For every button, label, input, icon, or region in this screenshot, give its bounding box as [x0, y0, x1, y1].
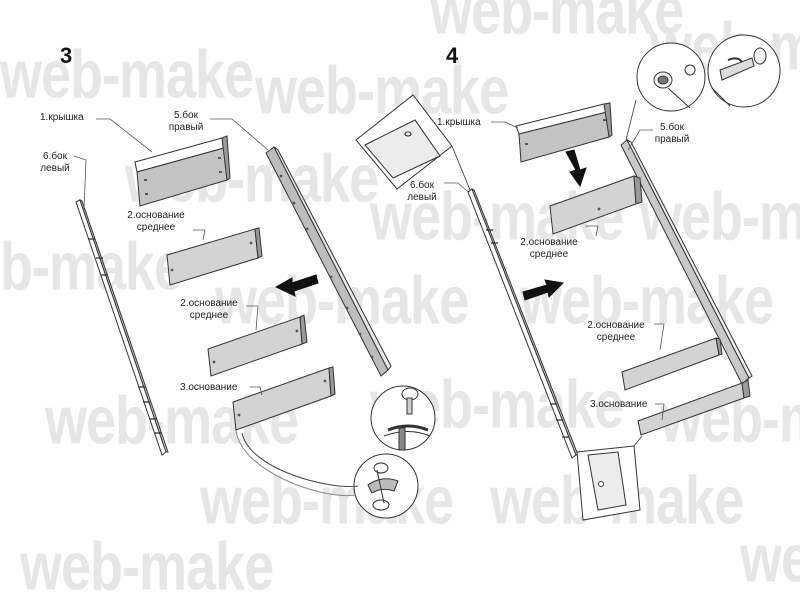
watermark: web-make: [0, 37, 254, 113]
step-number: 4: [446, 43, 459, 68]
middle-base-panel: [207, 314, 308, 377]
label-lid: 1.крышка: [40, 112, 84, 123]
detail-zoom-circle: [370, 385, 436, 451]
arrow-down-icon: [565, 149, 587, 188]
base-panel: [232, 366, 336, 431]
board-pins: [486, 229, 569, 438]
lid-panel: [515, 102, 613, 163]
corner-detail-inset: [576, 435, 643, 521]
drawing: [73, 34, 781, 521]
left-side-board: [467, 187, 579, 459]
leader-lines: [73, 118, 269, 396]
lid-panel: [134, 135, 231, 207]
arrow-left-icon: [274, 274, 319, 297]
corner-detail-inset: [355, 94, 471, 191]
leader-lines: [444, 121, 665, 421]
label-base: 3.основание: [590, 399, 648, 410]
top-shelf-panel: [549, 175, 643, 235]
label-lid: 1.крышка: [437, 117, 481, 128]
detail-zoom-circle: [636, 42, 706, 112]
base-panel: [637, 379, 751, 436]
step-number: 3: [60, 43, 73, 68]
watermark: web-make: [430, 0, 684, 49]
detail-zoom-circle: [707, 34, 781, 108]
middle-base-panel: [166, 227, 263, 286]
right-side-board: [620, 138, 753, 385]
middle-base-panel: [621, 337, 723, 391]
arrow-right-icon: [522, 279, 565, 301]
watermark: web-make: [255, 53, 509, 129]
left-side-board: [75, 199, 169, 456]
watermark: web-make: [520, 263, 774, 339]
detail-zoom-circle: [353, 453, 419, 519]
right-side-board: [265, 146, 392, 377]
label-base: 3.основание: [180, 382, 238, 393]
board-pins: [88, 238, 162, 434]
